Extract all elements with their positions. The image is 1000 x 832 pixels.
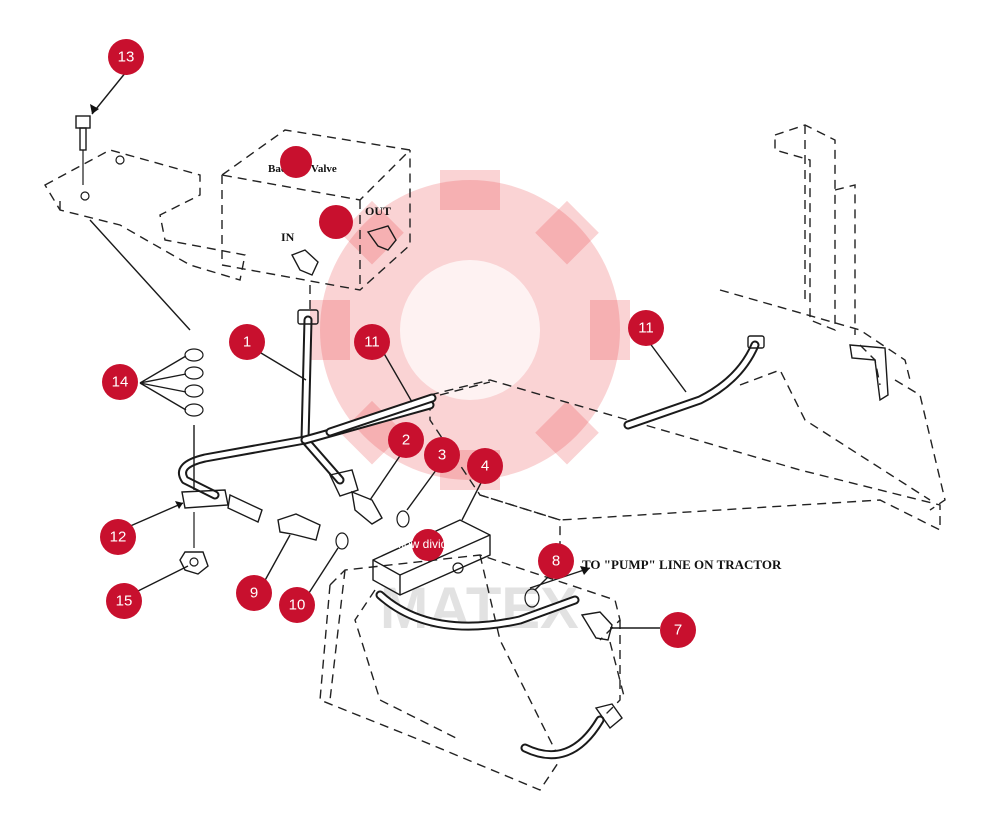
callout-10[interactable]: 10 [279, 587, 315, 623]
callout-12[interactable]: 12 [100, 519, 136, 555]
callout-14[interactable]: 14 [102, 364, 138, 400]
svg-text:10: 10 [289, 597, 306, 614]
right-mount-frame [719, 124, 946, 511]
washers-14 [184, 348, 204, 417]
svg-text:8: 8 [552, 553, 560, 570]
o-ring-8 [524, 588, 540, 608]
svg-text:14: 14 [112, 374, 129, 391]
callout-8[interactable]: 8 [538, 543, 574, 579]
svg-text:3: 3 [438, 447, 446, 464]
pipe-11-left [325, 393, 437, 437]
callout-2[interactable]: 2 [388, 422, 424, 458]
flow-divider-block [372, 519, 491, 596]
callout-4[interactable]: 4 [467, 448, 503, 484]
nut-15 [179, 551, 209, 575]
washer-guide-line [89, 219, 195, 490]
callout-6-valve[interactable] [319, 205, 353, 239]
pump-line-hose [520, 703, 623, 760]
left-mount-bracket [44, 149, 246, 281]
callout-5-valve-label[interactable] [280, 146, 312, 178]
backhoe-valve-box: Backhoe Valve IN OUT [221, 129, 412, 291]
pump-line-note: TO "PUMP" LINE ON TRACTOR [582, 557, 782, 572]
flow-divider-text: flow divider [398, 537, 458, 551]
flow-divider-callout[interactable]: flow divider [398, 529, 458, 561]
bolt-13 [75, 115, 91, 151]
svg-text:9: 9 [250, 585, 258, 602]
callout-7[interactable]: 7 [660, 612, 696, 648]
connect-line-7 [609, 641, 626, 701]
svg-text:1: 1 [243, 334, 251, 351]
leader-lines [90, 71, 687, 629]
svg-text:2: 2 [402, 432, 410, 449]
fitting-2 [328, 469, 383, 525]
o-ring-3 [396, 510, 410, 528]
connect-line-11 [439, 381, 491, 396]
in-port-label: IN [281, 230, 295, 244]
o-ring-10 [335, 532, 349, 550]
pipe-11-right [623, 335, 765, 430]
svg-text:4: 4 [481, 458, 489, 475]
callout-15[interactable]: 15 [106, 583, 142, 619]
out-port-label: OUT [365, 204, 391, 218]
svg-text:13: 13 [118, 49, 135, 66]
svg-text:11: 11 [638, 320, 654, 337]
adapter-9 [277, 513, 321, 541]
svg-text:15: 15 [116, 593, 133, 610]
watermark-gear-icon [310, 170, 630, 490]
svg-text:12: 12 [110, 529, 127, 546]
callout-1[interactable]: 1 [229, 324, 265, 360]
svg-text:7: 7 [674, 622, 682, 639]
callout-3[interactable]: 3 [424, 437, 460, 473]
callout-11-right[interactable]: 11 [628, 310, 664, 346]
elbow-fitting-7 [580, 611, 613, 641]
svg-text:11: 11 [364, 334, 380, 351]
callout-11-left[interactable]: 11 [354, 324, 390, 360]
callout-13[interactable]: 13 [108, 39, 144, 75]
callout-9[interactable]: 9 [236, 575, 272, 611]
